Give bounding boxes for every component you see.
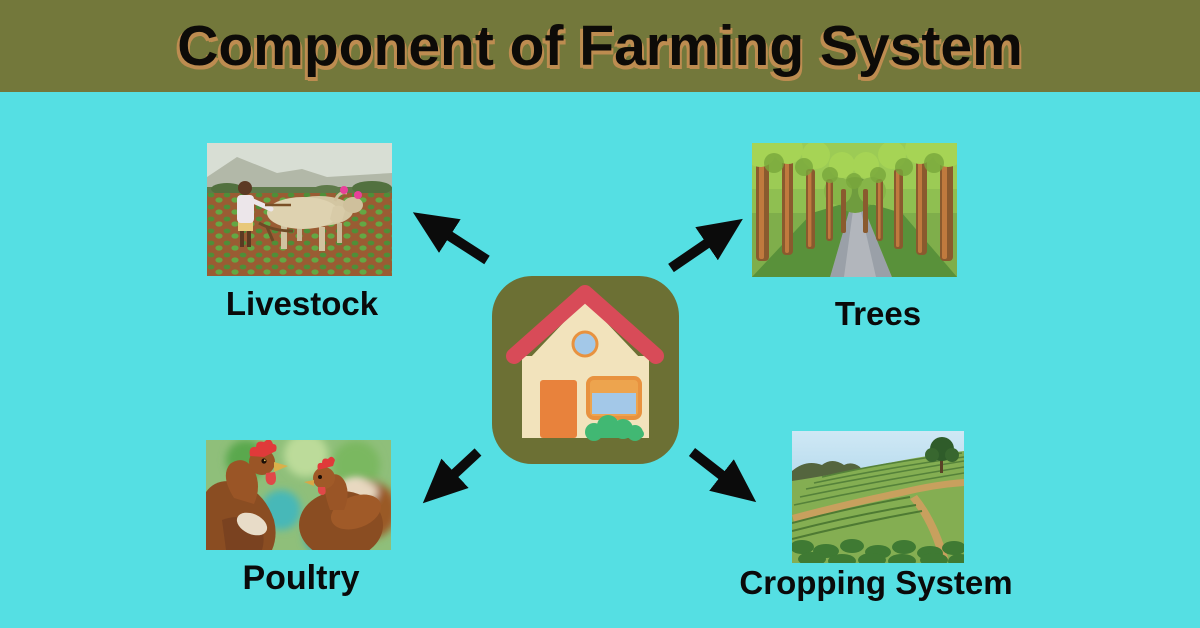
title-banner: Component of Farming System [0, 0, 1200, 92]
cropping-illustration [792, 431, 964, 563]
right-trunk-light [878, 153, 947, 259]
house-icon [506, 285, 664, 441]
page-title: Component of Farming System [177, 14, 1023, 78]
farm-house-tile [492, 276, 679, 464]
trees-illustration [752, 143, 957, 277]
foreground-vines [792, 539, 964, 563]
arrow-to-poultry [422, 448, 482, 504]
farmer [237, 181, 291, 247]
arrow-to-cropping-system [688, 448, 757, 503]
cropping-system-label: Cropping System [739, 564, 1013, 601]
left-trunk-light [759, 153, 831, 259]
livestock-label: Livestock [225, 285, 379, 322]
arrow-to-livestock [412, 212, 490, 265]
hen-left [206, 440, 288, 550]
arrow-to-trees [668, 218, 743, 273]
hen-right [299, 456, 383, 550]
canopy-shade [764, 153, 944, 189]
crop-rows-mid [792, 496, 923, 540]
poultry-label: Poultry [242, 559, 360, 597]
tree [925, 437, 959, 473]
bush [585, 415, 644, 441]
trees-label: Trees [834, 295, 922, 332]
livestock-illustration [207, 143, 392, 276]
trees-image [752, 143, 957, 277]
poultry-image [206, 440, 391, 550]
poultry-illustration [206, 440, 391, 550]
livestock-image [207, 143, 392, 276]
cropping-system-image [792, 431, 964, 563]
